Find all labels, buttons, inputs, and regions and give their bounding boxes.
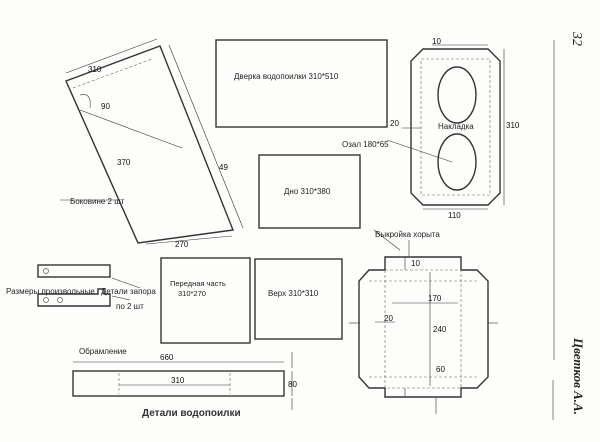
- trough-pattern: [349, 229, 498, 414]
- trim-dim-height: 80: [288, 380, 297, 389]
- overlay-dim-bottom: 110: [448, 211, 461, 220]
- top-label: Верх 310*310: [268, 289, 319, 298]
- author-name: Цветков А.А.: [571, 337, 586, 415]
- side-dim-bottom: 270: [175, 240, 189, 249]
- trim-dim-total: 660: [160, 353, 174, 362]
- bottom-panel: [258, 154, 361, 229]
- side-panel: [60, 38, 244, 245]
- page-number: 32: [569, 31, 584, 46]
- overlay-panel: [386, 44, 505, 210]
- bottom-label: Дно 310*380: [284, 187, 331, 196]
- trough-dim-width: 170: [428, 294, 442, 303]
- overlay-dim-left: 20: [390, 119, 399, 128]
- trough-dim-bottom: 60: [436, 365, 445, 374]
- overlay-dim-top: 10: [432, 37, 441, 46]
- lock-label-sizes: Размеры произвольные: [6, 287, 95, 296]
- trim-label: Обрамление: [79, 347, 127, 356]
- drawing-caption: Детали водопоилки: [142, 408, 241, 419]
- lock-label-count: по 2 шт: [116, 302, 144, 311]
- overlay-oval-label: Озал 180*65: [342, 140, 389, 149]
- trough-dim-top: 10: [411, 259, 420, 268]
- side-angle: 90: [101, 102, 110, 111]
- side-dim-slant: 49: [219, 163, 228, 172]
- lock-parts: [37, 264, 141, 307]
- overlay-dim-height: 310: [506, 121, 520, 130]
- trim-dim-inner: 310: [171, 376, 185, 385]
- side-dim-height: 370: [117, 158, 131, 167]
- trough-dim-height: 240: [433, 325, 447, 334]
- top-panel: [254, 258, 343, 340]
- door-label: Дверка водопоилки 310*510: [234, 72, 339, 81]
- side-label: Боковине 2 шт: [70, 197, 125, 206]
- side-dim-top: 310: [88, 65, 102, 74]
- trough-label: Выкройка хорыта: [375, 230, 440, 239]
- trough-dim-left: 20: [384, 314, 393, 323]
- front-panel: [160, 257, 251, 344]
- door-panel: [215, 39, 388, 128]
- lock-label-parts: Детали запора: [101, 287, 156, 296]
- trim-strip: [72, 352, 293, 410]
- overlay-label: Накладка: [438, 122, 474, 131]
